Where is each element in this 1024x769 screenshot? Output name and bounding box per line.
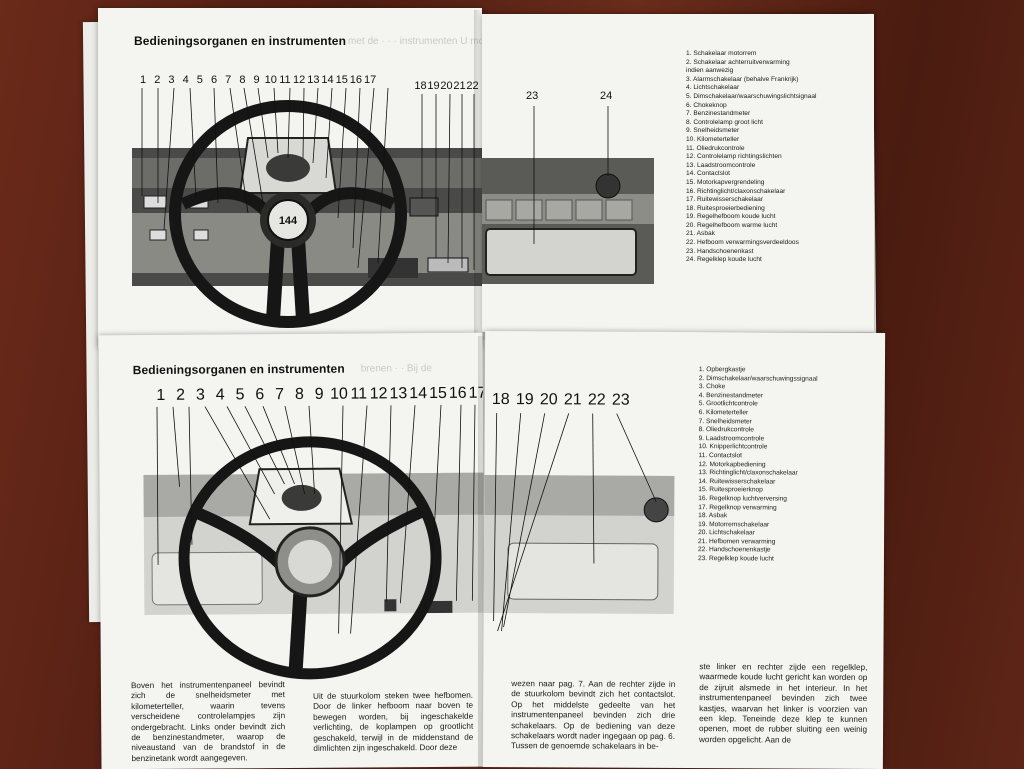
callout-number: 14 bbox=[321, 74, 334, 86]
callout-number: 12 bbox=[293, 74, 306, 86]
legend-item: 17. Ruitewisserschakelaar bbox=[686, 196, 763, 204]
legend-item: 22. Hefboom verwarmingsverdeeldoos bbox=[686, 239, 799, 247]
legend-item: 24. Regelklep koude lucht bbox=[686, 256, 762, 264]
callout-number: 1 bbox=[140, 74, 147, 86]
legend-item: 1. Opbergkastje bbox=[698, 366, 746, 374]
callout-number: 22 bbox=[466, 80, 479, 92]
show-through-text: met de · · · instrumenten U moet de bbox=[348, 36, 482, 47]
bottom-manual-left-page: Bedieningsorganen en instrumenten brenen… bbox=[98, 332, 486, 769]
legend-item: 23. Regelklep koude lucht bbox=[697, 555, 774, 563]
bottom-column-1-text: Boven het instrumentenpaneel bevindt zic… bbox=[130, 680, 286, 763]
legend-item: 3. Alarmschakelaar (behalve Frankrijk) bbox=[686, 75, 799, 83]
legend-item: 16. Richtinglicht/claxonschakelaar bbox=[686, 187, 786, 195]
callout-number: 9 bbox=[253, 74, 260, 86]
bottom-dashboard-photo-left bbox=[143, 404, 485, 680]
legend-item: 13. Richtinglicht/claxonschakelaar bbox=[698, 469, 798, 477]
legend-item: 7. Benzinestandmeter bbox=[686, 110, 751, 118]
callout-number: 4 bbox=[182, 74, 189, 86]
callout-number: 15 bbox=[335, 74, 348, 86]
callout-number: 3 bbox=[168, 74, 175, 86]
legend-item: 5. Dimschakelaar/waarschuwingslichtsigna… bbox=[686, 92, 817, 100]
legend-item: 23. Handschoenenkast bbox=[686, 247, 754, 255]
legend-item: 1. Schakelaar motorrem bbox=[686, 50, 757, 57]
legend-item: 11. Oliedrukcontrole bbox=[686, 144, 745, 152]
legend-item: 16. Regelknop luchtverversing bbox=[698, 494, 787, 503]
top-dashboard-photo-right bbox=[482, 106, 654, 284]
callout-number: 7 bbox=[225, 74, 232, 86]
legend-item: 18. Ruitesproeierbediening bbox=[686, 204, 765, 212]
callout-number: 5 bbox=[196, 74, 203, 86]
callout-number: 2 bbox=[154, 74, 161, 86]
callout-number: 10 bbox=[264, 74, 277, 86]
top-manual-left-page: Bedieningsorganen en instrumenten met de… bbox=[98, 8, 482, 348]
legend-item: 9. Snelheidsmeter bbox=[686, 127, 740, 135]
bottom-dashboard-photo-right bbox=[483, 413, 675, 632]
legend-item: 8. Oliedrukcontrole bbox=[698, 426, 754, 434]
top-page-title: Bedieningsorganen en instrumenten bbox=[134, 34, 346, 48]
legend-item: 11. Contactslot bbox=[698, 452, 743, 460]
legend-item: 6. Chokeknop bbox=[686, 101, 727, 109]
legend-item: 15. Motorkapvergrendeling bbox=[686, 178, 765, 186]
legend-item: 13. Laadstroomcontrole bbox=[686, 161, 756, 169]
legend-item: 19. Regelhefboom koude lucht bbox=[686, 213, 776, 221]
top-dashboard-photo-left: 144 bbox=[132, 87, 482, 328]
legend-item: 21. Asbak bbox=[686, 230, 715, 238]
legend-item: 4. Lichtschakelaar bbox=[686, 84, 740, 92]
callout-number: 21 bbox=[453, 80, 466, 92]
bottom-column-3-text: wezen naar pag. 7. Aan de rechter zijde … bbox=[510, 679, 676, 752]
bottom-column-4-text: ste linker en rechter zijde een regelkle… bbox=[698, 662, 868, 745]
callout-number: 8 bbox=[239, 74, 246, 86]
callout-number: 11 bbox=[279, 74, 291, 86]
callout-number: 19 bbox=[427, 80, 440, 92]
legend-item: 3. Choke bbox=[698, 383, 726, 391]
legend-item: 12. Controlelamp richtingslichten bbox=[686, 153, 782, 161]
legend-item: 14. Contactslot bbox=[686, 170, 730, 178]
callout-number: 6 bbox=[210, 74, 218, 86]
callout-number: 13 bbox=[307, 74, 320, 86]
legend-item: 6. Kilometerteller bbox=[698, 409, 749, 417]
legend-item: 2. Schakelaar achterruitverwarming bbox=[686, 58, 790, 66]
legend-item: indien aanwezig bbox=[686, 67, 734, 75]
legend-item: 8. Controlelamp groot licht bbox=[686, 118, 763, 126]
callout-number: 17 bbox=[363, 74, 377, 86]
callout-number: 20 bbox=[440, 80, 453, 92]
legend-item: 18. Asbak bbox=[698, 512, 728, 520]
callout-number: 16 bbox=[349, 74, 363, 86]
callout-number: 18 bbox=[414, 80, 427, 92]
bottom-column-2-text: Uit de stuurkolom steken twee hefbomen. … bbox=[312, 690, 474, 753]
top-callout-24: 24 bbox=[600, 90, 613, 102]
top-callout-numbers-right: 1819202122 bbox=[414, 80, 479, 92]
steering-badge: 144 bbox=[279, 215, 298, 227]
legend-item: 10. Kilometerteller bbox=[686, 135, 740, 143]
legend-item: 20. Regelhefboom warme lucht bbox=[686, 221, 778, 229]
top-callout-23: 23 bbox=[526, 90, 539, 102]
